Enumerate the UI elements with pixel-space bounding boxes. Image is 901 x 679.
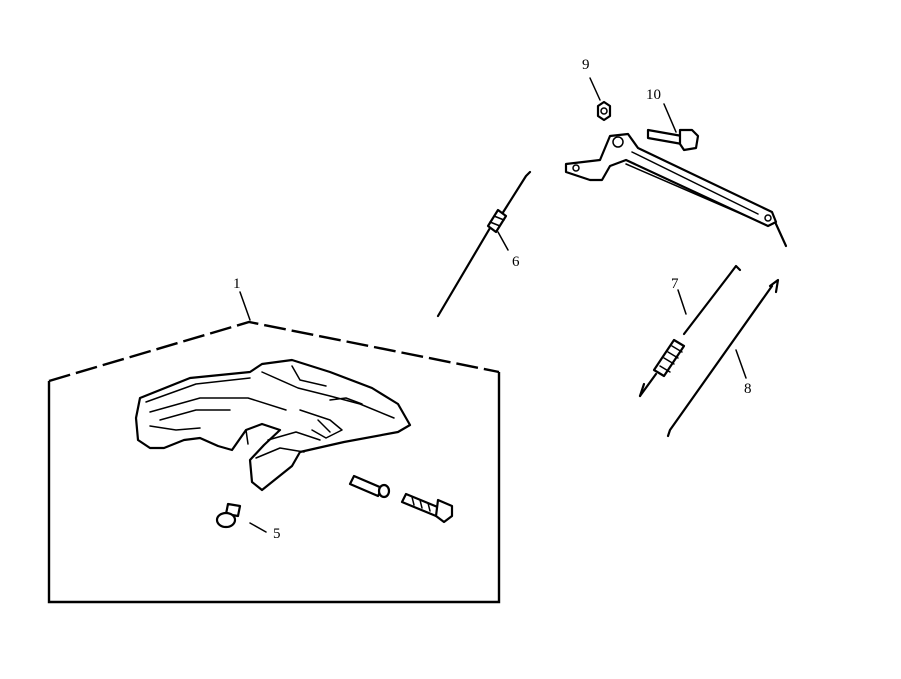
callout-9: 9 bbox=[582, 57, 590, 73]
pivot-pin bbox=[348, 474, 391, 499]
spring-rod bbox=[436, 170, 532, 318]
callout-labels: 1 5 6 7 8 9 10 bbox=[233, 57, 752, 542]
hex-nut bbox=[596, 100, 612, 122]
callout-7: 7 bbox=[671, 276, 679, 292]
shoulder-bolt bbox=[646, 128, 700, 152]
callout-8: 8 bbox=[744, 381, 752, 397]
assembly-frame bbox=[47, 320, 501, 604]
leader-lines bbox=[239, 77, 747, 533]
callout-6: 6 bbox=[512, 254, 520, 270]
control-rod bbox=[666, 278, 780, 438]
callout-5: 5 bbox=[273, 526, 281, 542]
spring-link bbox=[638, 264, 742, 398]
callout-1: 1 bbox=[233, 276, 241, 292]
carriage-bolt bbox=[215, 502, 242, 529]
mounting-plate bbox=[134, 358, 412, 492]
lever-arm bbox=[564, 132, 788, 248]
hex-bolt bbox=[400, 492, 454, 524]
callout-10: 10 bbox=[646, 87, 661, 103]
